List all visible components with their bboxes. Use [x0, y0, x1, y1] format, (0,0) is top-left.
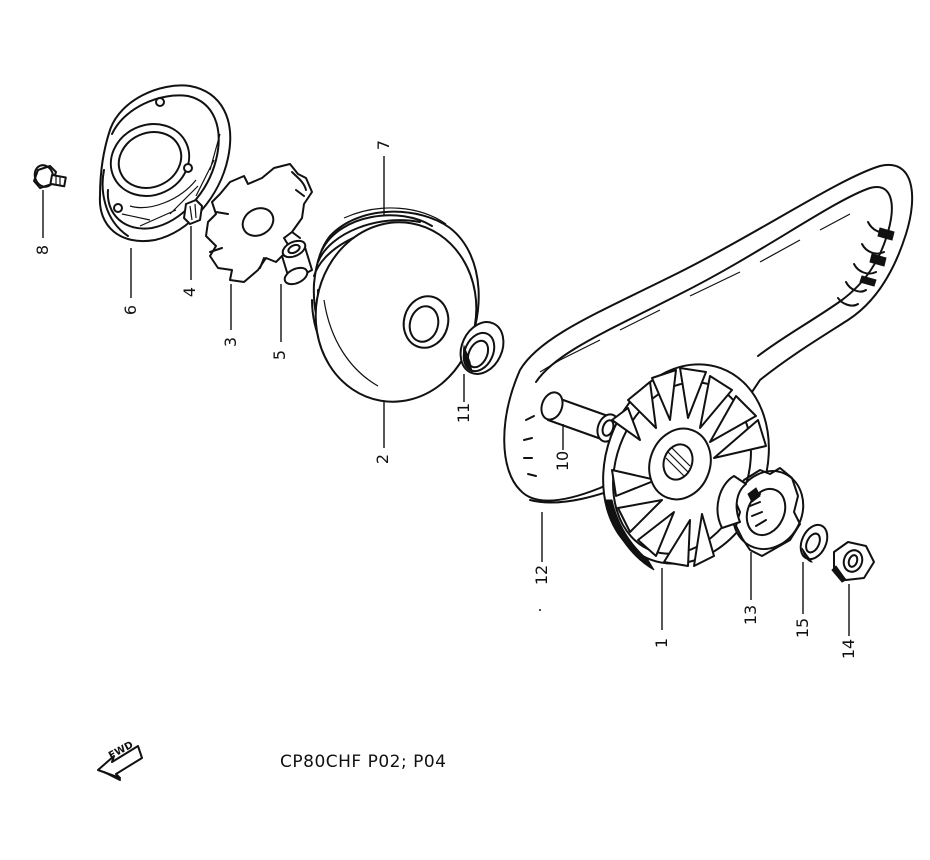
part-15-washer	[799, 523, 829, 563]
part-8-bolt	[33, 164, 67, 189]
callout-4: 4	[180, 286, 200, 298]
part-4-clip	[183, 199, 203, 225]
callout-6: 6	[121, 304, 141, 316]
part-6-cover-plate	[98, 84, 232, 243]
callout-14: 14	[839, 638, 859, 660]
callout-5: 5	[270, 349, 290, 361]
callout-3: 3	[221, 336, 241, 348]
callout-7: 7	[374, 139, 394, 151]
forward-arrow-icon	[97, 745, 143, 781]
part-14-nut	[831, 541, 875, 583]
part-5-roller	[281, 239, 313, 286]
callout-1: 1	[652, 637, 672, 649]
part-13-ramp-hub	[716, 467, 805, 557]
callout-13: 13	[741, 604, 761, 626]
callout-12: 12	[532, 564, 552, 586]
stray-dot	[539, 609, 541, 611]
part-2-pulley-face	[311, 207, 480, 403]
callout-8: 8	[33, 244, 53, 256]
callout-2: 2	[373, 453, 393, 465]
callout-15: 15	[793, 617, 813, 639]
callout-10: 10	[553, 450, 573, 472]
diagram-title: CP80CHF P02; P04	[280, 752, 447, 772]
part-11-oil-seal	[459, 321, 505, 375]
callout-11: 11	[454, 402, 474, 424]
